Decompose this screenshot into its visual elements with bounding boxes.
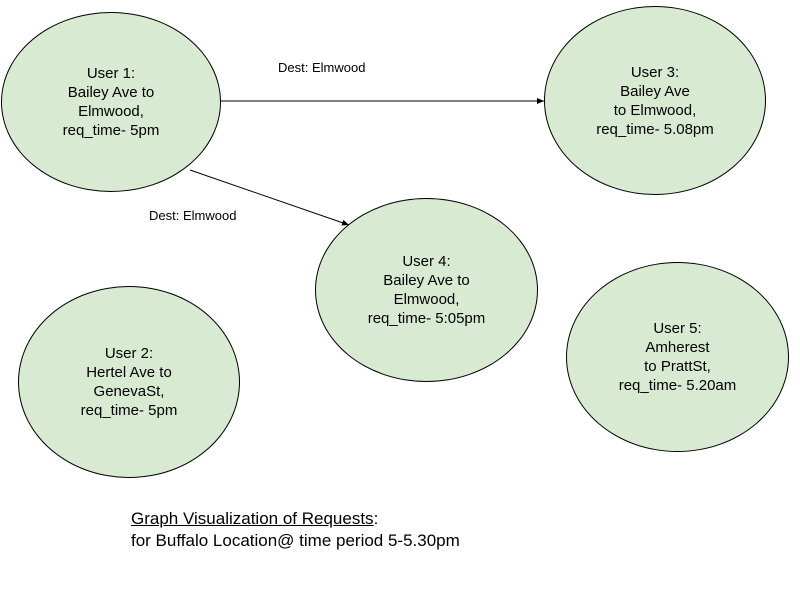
node-user-3-line-4: req_time- 5.08pm [596,120,714,138]
node-user-2-line-4: req_time- 5pm [80,402,178,419]
node-user-5-line-3: to PrattSt, [644,358,711,375]
node-user-1-line-2: Bailey Ave to [67,84,155,101]
edge-label-user1-user3: Dest: Elmwood [278,60,366,75]
node-user-5-line-1: User 5: [653,320,702,337]
node-user-4: User 4: Bailey Ave to Elmwood, req_time-… [315,198,538,382]
node-user-2: User 2: Hertel Ave to GenevaSt, req_time… [18,286,240,478]
node-user-1-line-3: Elmwood, [78,103,144,120]
node-user-4-line-3: Elmwood, [393,291,460,308]
node-user-4-line-2: Bailey Ave to [383,272,470,289]
caption-title: Graph Visualization of Requests [131,509,374,528]
node-user-5: User 5: Amherest to PrattSt, req_time- 5… [566,262,789,452]
edge-user1-to-user4 [189,169,350,226]
edge-label-user1-user4: Dest: Elmwood [149,208,237,223]
node-user-3-line-2: Bailey Ave [620,82,690,100]
graph-caption: Graph Visualization of Requests: for Buf… [131,508,460,552]
caption-subtitle: for Buffalo Location@ time period 5-5.30… [131,531,460,550]
node-user-3: User 3: Bailey Ave to Elmwood, req_time-… [544,6,766,195]
node-user-4-line-4: req_time- 5:05pm [367,310,486,327]
caption-title-suffix: : [373,509,379,528]
node-user-1-line-4: req_time- 5pm [62,122,160,139]
node-user-5-line-2: Amherest [645,339,710,356]
node-user-5-line-4: req_time- 5.20am [618,377,737,394]
node-user-2-line-3: GenevaSt, [93,383,165,400]
node-user-1: User 1: Bailey Ave to Elmwood, req_time-… [1,12,221,192]
node-user-2-line-1: User 2: [104,345,154,362]
node-user-2-line-2: Hertel Ave to [86,364,172,381]
node-user-1-line-1: User 1: [86,65,136,82]
node-user-4-line-1: User 4: [402,253,451,270]
node-user-3-line-3: to Elmwood, [613,101,697,119]
node-user-3-line-1: User 3: [630,63,680,81]
